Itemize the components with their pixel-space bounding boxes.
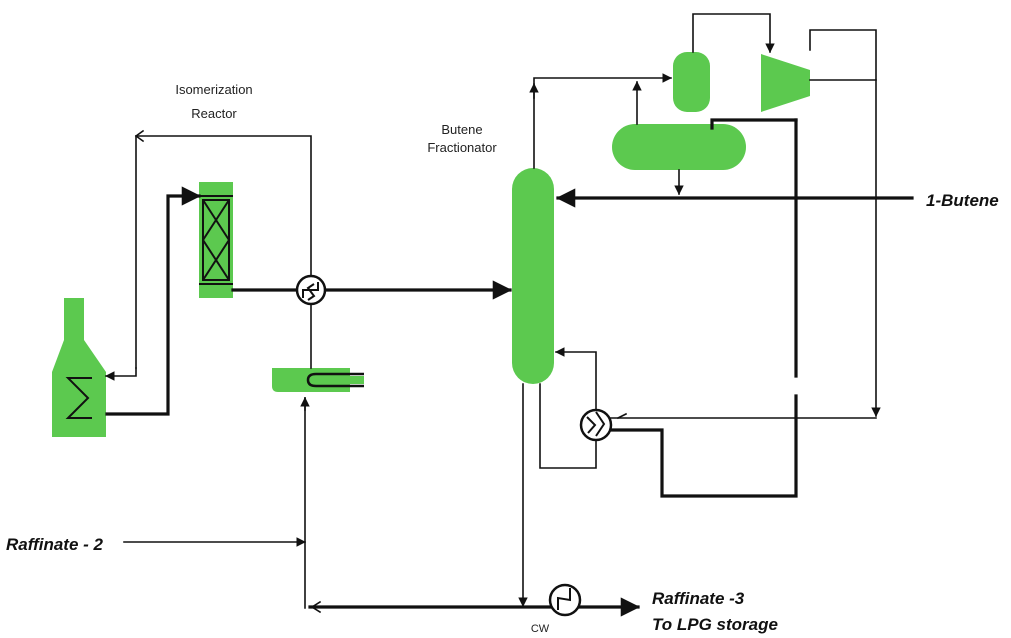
reactor-heat-exchanger-icon — [295, 274, 327, 306]
flash-separator-icon — [272, 368, 364, 392]
fired-heater-icon — [52, 298, 106, 437]
distillation-column-icon — [512, 168, 554, 384]
reboiler-heat-exchanger-icon — [579, 408, 613, 442]
raffinate-2-label: Raffinate - 2 — [6, 535, 104, 554]
raffinate-3-label: Raffinate -3 — [652, 589, 745, 608]
fixed-bed-reactor-icon — [199, 182, 233, 298]
reflux-drum-icon — [612, 124, 746, 170]
fractionator-label-line2: Fractionator — [427, 140, 497, 155]
furnace-outlet-line — [105, 186, 201, 416]
fractionator-label-line1: Butene — [441, 122, 482, 137]
compressor-icon — [761, 54, 810, 112]
reactor-label-line2: Reactor — [191, 106, 237, 121]
reactor-recycle-line — [135, 135, 312, 369]
1-butene-label: 1-Butene — [926, 191, 999, 210]
reactor-label-line1: Isomerization — [175, 82, 252, 97]
overhead-drum-icon — [673, 52, 710, 112]
product-cooler-heat-exchanger-icon — [548, 583, 582, 617]
cooling-water-label: CW — [531, 623, 550, 635]
lpg-storage-label: To LPG storage — [652, 615, 778, 634]
